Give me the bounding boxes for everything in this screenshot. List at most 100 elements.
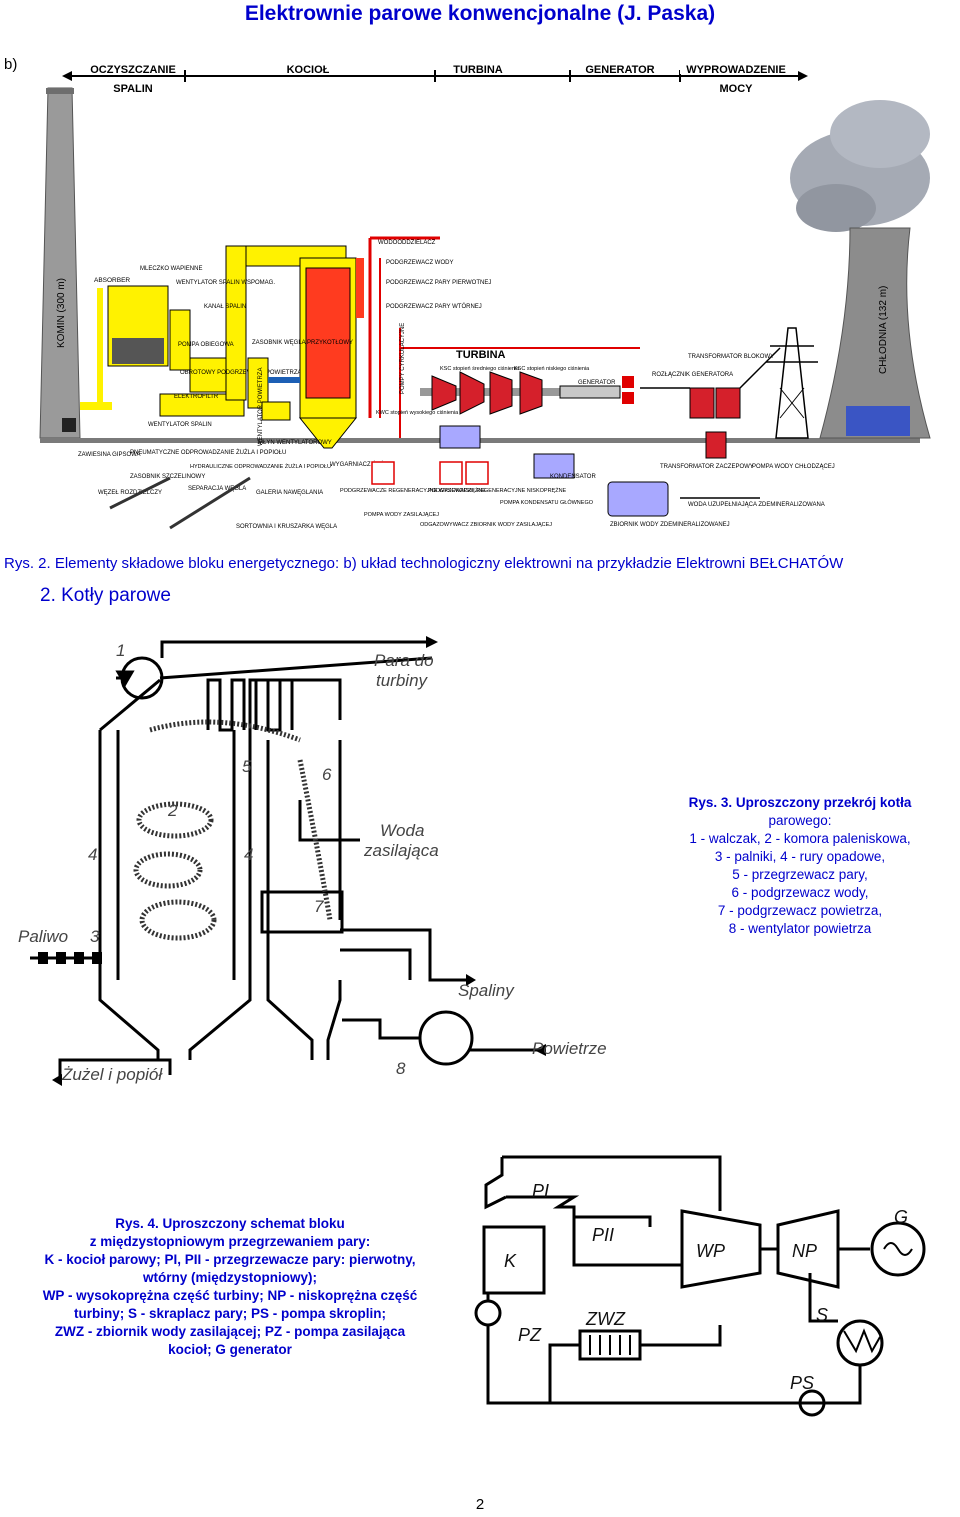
lime-milk-label: MLECZKO WAPIENNE — [140, 266, 202, 272]
water-steam-lines: WODOODDZIELACZ PODGRZEWACZ WODY PODGRZEW… — [368, 236, 640, 438]
label-4b: 4 — [244, 845, 253, 864]
chimney-label: KOMIN (300 m) — [56, 278, 67, 348]
label-4a: 4 — [88, 845, 97, 864]
figure4-caption-line-2: K - kocioł parowy; PI, PII - przegrzewac… — [44, 1252, 416, 1267]
header-generator: GENERATOR — [585, 64, 654, 76]
label-steam-2: turbiny — [376, 671, 429, 690]
scheme-wp: WP — [696, 1241, 725, 1261]
figure4-caption-line-4: WP - wysokoprężna część turbiny; NP - ni… — [42, 1288, 418, 1303]
demin-tank-label: ZBIORNIK WODY ZDEMINERALIZOWANEJ — [610, 522, 730, 528]
condensate-pump-label: POMPA KONDENSATU GŁÓWNEGO — [500, 499, 594, 506]
scheme-ps: PS — [790, 1373, 814, 1393]
figure4-caption-line-3: wtórny (międzystopniowy); — [142, 1270, 317, 1285]
generator-area: GENERATOR ROZŁĄCZNIK GENERATORA TRANSFOR… — [559, 327, 818, 439]
gallery-label: GALERIA NAWĘGLANIA — [256, 490, 323, 496]
ksc-low-label: KSC stopień niskiego ciśnienia — [514, 366, 590, 372]
pneumatic-label: PNEUMATYCZNE ODPROWADZANIE ŻUŻLA I POPIO… — [130, 449, 286, 456]
generator-label: GENERATOR — [578, 380, 616, 386]
figure3-caption: Rys. 3. Uproszczony przekrój kotła parow… — [640, 794, 960, 938]
header-mocy: MOCY — [720, 83, 754, 95]
cooling-pump-label: POMPA WODY CHŁODZĄCEJ — [752, 464, 835, 470]
label-7: 7 — [314, 897, 324, 916]
label-6: 6 — [322, 765, 332, 784]
slot-tank-label: ZASOBNIK SZCZELINOWY — [130, 474, 205, 480]
figure3-caption-line-6: 7 - podgrzewacz powietrza, — [717, 903, 883, 918]
ash-coal-labels: ZAWIESINA GIPSOWA PNEUMATYCZNE ODPROWADZ… — [78, 449, 337, 530]
flue-fan-label: WENTYLATOR SPALIN — [148, 422, 212, 428]
subfigure-marker: b) — [4, 56, 18, 73]
scheme-zwz: ZWZ — [585, 1309, 626, 1329]
label-2: 2 — [167, 801, 178, 820]
process-header: OCZYSZCZANIE SPALIN KOCIOŁ TURBINA GENER… — [62, 62, 808, 95]
label-steam-1: Para do — [374, 651, 434, 670]
hp-regen-label: PODGRZEWACZE REGENERACYJNE WYSOKOPRĘŻNE — [340, 487, 486, 494]
flue-channel-label: KANAŁ SPALIN — [204, 304, 246, 310]
exc-transformer-label: TRANSFORMATOR ZACZEPOWY — [660, 464, 754, 470]
distributor-label: WĘZEŁ ROZDZIELCZY — [98, 490, 162, 496]
cooling-tower-label: CHŁODNIA (132 m) — [878, 286, 889, 374]
boiler-cross-section: 1 2 3 4 4 5 6 7 8 Para do turbiny Woda z… — [18, 636, 607, 1086]
gypsum-label: ZAWIESINA GIPSOWA — [78, 452, 141, 458]
turbine-label: TURBINA — [456, 349, 506, 361]
label-fuel: Paliwo — [18, 927, 68, 946]
label-5: 5 — [242, 757, 252, 776]
scheme-s: S — [816, 1305, 828, 1325]
figure4-caption-line-7: kocioł; G generator — [168, 1342, 292, 1357]
figure4-caption-line-1: z międzystopniowym przegrzewaniem pary: — [89, 1234, 371, 1249]
lower-equipment: PODGRZEWACZE REGENERACYJNE WYSOKOPRĘŻNE … — [340, 431, 835, 528]
scheme-k: K — [504, 1251, 517, 1271]
coal-bunker-label: ZASOBNIK WĘGLA PRZYKOTŁOWY — [252, 340, 353, 346]
water-preheater-label: PODGRZEWACZ WODY — [386, 260, 453, 266]
chimney: KOMIN (300 m) — [39, 87, 81, 439]
label-3: 3 — [90, 927, 100, 946]
header-turbina: TURBINA — [453, 64, 503, 76]
absorber-label: ABSORBER — [94, 277, 130, 284]
figure3-caption-line-0: Rys. 3. Uproszczony przekrój kotła — [688, 795, 912, 810]
page-number: 2 — [475, 1496, 485, 1513]
mill-label: MŁYN WENTYLATOROWY — [258, 440, 332, 446]
figure3-caption-line-5: 6 - podgrzewacz wody, — [731, 885, 869, 900]
label-slag: Żużel i popiół — [61, 1065, 163, 1084]
header-kociol: KOCIOŁ — [287, 64, 330, 76]
figure3-caption-line-2: 1 - walczak, 2 - komora paleniskowa, — [689, 831, 911, 846]
label-8: 8 — [396, 1059, 406, 1078]
lp-regen-label: PODGRZEWACZE REGENERACYJNE NISKOPRĘŻNE — [428, 487, 567, 494]
hydraulic-label: HYDRAULICZNE ODPROWADZANIE ŻUŻLA I POPIO… — [190, 463, 331, 470]
scheme-pii: PII — [592, 1225, 614, 1245]
figure3-caption-line-7: 8 - wentylator powietrza — [728, 921, 872, 936]
ksc-mid-label: KSC stopień średniego ciśnienia — [440, 366, 520, 372]
circ-pump-label: POMPA OBIEGOWA — [178, 342, 234, 348]
figure4-caption: Rys. 4. Uproszczony schemat bloku z międ… — [0, 1215, 460, 1359]
flue-gas-cleaning: ABSORBER MLECZKO WAPIENNE WENTYLATOR SPA… — [80, 245, 347, 428]
figure4-caption-line-0: Rys. 4. Uproszczony schemat bloku — [115, 1216, 345, 1231]
label-flue: Spaliny — [458, 981, 515, 1000]
figure4-caption-line-6: ZWZ - zbiornik wody zasilającej; PZ - po… — [54, 1324, 406, 1339]
page-title: Elektrownie parowe konwencjonalne (J. Pa… — [244, 2, 716, 25]
secondary-superheater-label: PODGRZEWACZ PARY WTÓRNEJ — [386, 303, 482, 310]
label-feed-2: zasilająca — [363, 841, 439, 860]
sorting-label: SORTOWNIA I KRUSZARKA WĘGLA — [236, 524, 337, 530]
separation-label: SEPARACJA WĘGLA — [188, 486, 246, 492]
scheme-np: NP — [792, 1241, 817, 1261]
primary-superheater-label: PODGRZEWACZ PARY PIERWOTNEJ — [386, 280, 491, 286]
header-oczyszczanie: OCZYSZCZANIE — [90, 64, 176, 76]
slag-remover-label: WYGARNIACZ ŻUŻLA — [330, 461, 391, 468]
block-transformer-label: TRANSFORMATOR BLOKOWY — [688, 354, 774, 360]
kwc-label: KWC stopień wysokiego ciśnienia — [376, 410, 459, 416]
condenser-label: KONDENSATOR — [550, 474, 596, 480]
rotary-heater-label: OBROTOWY PODGRZEWACZ POWIETRZA — [180, 370, 302, 376]
figure4-caption-line-5: turbiny; S - skraplacz pary; PS - pompa … — [73, 1306, 387, 1321]
turbine: TURBINA KSC stopień średniego ciśnienia … — [376, 349, 590, 449]
water-heater-label: WODOODDZIELACZ — [378, 240, 436, 246]
section-title: 2. Kotły parowe — [40, 585, 171, 606]
boiler: ZASOBNIK WĘGLA PRZYKOTŁOWY WENTYLATOR PO… — [247, 257, 391, 468]
air-fan-label: WENTYLATOR POWIETRZA — [258, 368, 264, 446]
scheme-pz: PZ — [518, 1325, 542, 1345]
power-plant-diagram: OCZYSZCZANIE SPALIN KOCIOŁ TURBINA GENER… — [39, 62, 931, 530]
scheme-pi: PI — [532, 1181, 549, 1201]
electrofilter-label: ELEKTROFILTR — [174, 394, 219, 400]
label-feed-1: Woda — [380, 821, 424, 840]
scheme-g: G — [894, 1207, 908, 1227]
figure2-caption: Rys. 2. Elementy składowe bloku energety… — [4, 555, 844, 572]
block-scheme: K PI PII WP NP G S PZ ZWZ PS — [474, 1155, 926, 1417]
